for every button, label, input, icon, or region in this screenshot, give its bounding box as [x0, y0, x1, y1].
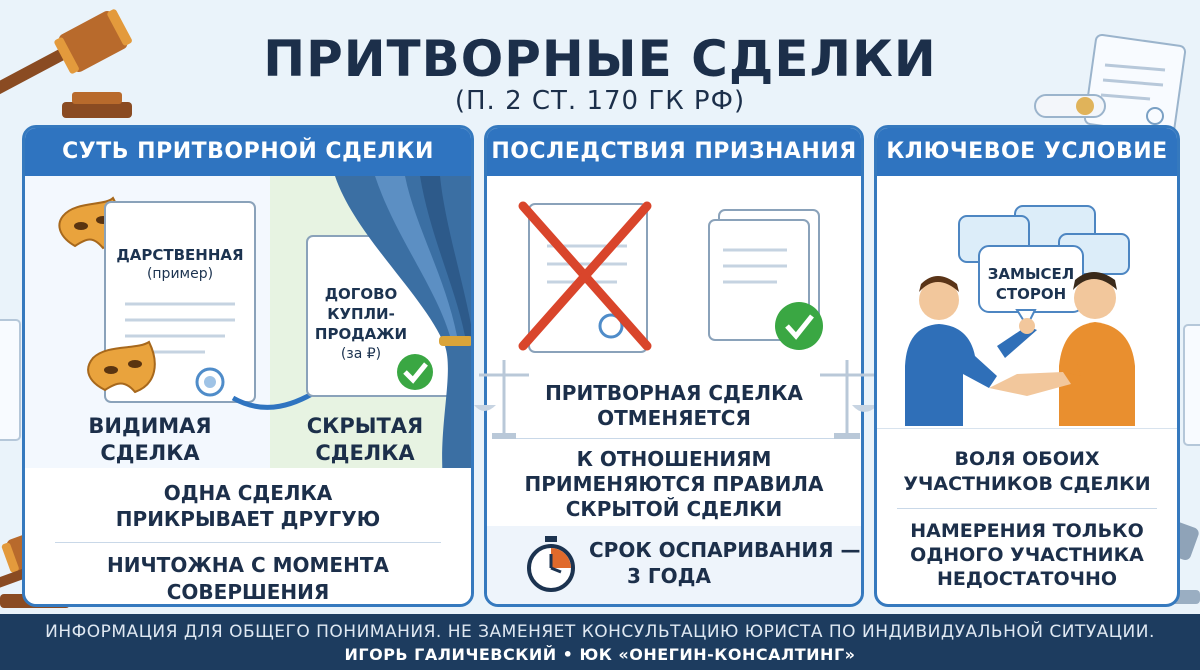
condition-illustration [905, 205, 1135, 426]
clock-icon [527, 536, 575, 592]
consequences-illustration [518, 201, 823, 353]
check-icon [775, 302, 823, 350]
visible-deal-caption-line-2: СДЕЛКА [100, 441, 200, 465]
page-subtitle: (П. 2 СТ. 170 ГК РФ) [454, 86, 746, 116]
gift-deed-title: ДАРСТВЕННАЯ [116, 246, 244, 264]
hidden-deal-caption-line-2: СДЕЛКА [315, 441, 415, 465]
sale-contract-note: (за ₽) [340, 346, 382, 362]
essence-statements: ОДНА СДЕЛКА ПРИКРЫВАЕТ ДРУГУЮ НИЧТОЖНА С… [25, 468, 471, 604]
cons-text-2c: СКРЫТОЙ СДЕЛКИ [565, 497, 783, 521]
cross-icon [518, 201, 652, 351]
panel-essence-heading: СУТЬ ПРИТВОРНОЙ СДЕЛКИ [25, 128, 471, 176]
scroll-icon-right [1183, 324, 1200, 446]
panel-consequences-heading: ПОСЛЕДСТВИЯ ПРИЗНАНИЯ [487, 128, 861, 176]
essence-illustration [58, 176, 471, 496]
sale-contract-line-1: ДОГОВО [324, 285, 398, 303]
person-icon-right [1059, 272, 1135, 426]
scroll-icon-left [0, 319, 21, 441]
curtain-icon [335, 176, 471, 496]
cons-text-1a: ПРИТВОРНАЯ СДЕЛКА [545, 381, 803, 405]
cons-text-2a: К ОТНОШЕНИЯМ [576, 447, 772, 471]
cond-text-1a: ВОЛЯ ОБОИХ [954, 448, 1100, 470]
gift-deed-note: (пример) [146, 266, 214, 282]
panel-condition: КЛЮЧЕВОЕ УСЛОВИЕ ЗАМЫСЕЛ СТОРОН ВОЛЯ [874, 125, 1180, 607]
scales-icon-left [474, 360, 529, 439]
footer: ИНФОРМАЦИЯ ДЛЯ ОБЩЕГО ПОНИМАНИЯ. НЕ ЗАМЕ… [0, 614, 1200, 670]
divider [877, 428, 1177, 429]
visible-deal-caption-line-1: ВИДИМАЯ [88, 414, 212, 438]
panel-condition-heading: КЛЮЧЕВОЕ УСЛОВИЕ [877, 128, 1177, 176]
page-title: ПРИТВОРНЫЕ СДЕЛКИ [263, 30, 937, 88]
divider [897, 508, 1157, 509]
footer-author: ИГОРЬ ГАЛИЧЕВСКИЙ • ЮК «ОНЕГИН-КОНСАЛТИН… [344, 645, 856, 664]
hidden-deal-caption-line-1: СКРЫТАЯ [306, 414, 424, 438]
bubble-line-1: ЗАМЫСЕЛ [987, 265, 1075, 283]
cond-text-2c: НЕДОСТАТОЧНО [936, 568, 1118, 590]
visible-deal-caption: ВИДИМАЯ СДЕЛКА [45, 413, 255, 467]
divider [55, 542, 441, 543]
gavel-icon-top-left [0, 9, 132, 118]
statement-line-3: НИЧТОЖНА С МОМЕНТА СОВЕРШЕНИЯ [107, 553, 389, 604]
statement-line-1: ОДНА СДЕЛКА [163, 481, 333, 505]
term-line-b: 3 ГОДА [627, 564, 711, 588]
sale-contract-line-2: КУПЛИ- [327, 305, 395, 323]
sale-contract-line-3: ПРОДАЖИ [314, 325, 408, 343]
cond-text-2a: НАМЕРЕНИЯ ТОЛЬКО [910, 520, 1144, 542]
footer-disclaimer: ИНФОРМАЦИЯ ДЛЯ ОБЩЕГО ПОНИМАНИЯ. НЕ ЗАМЕ… [45, 622, 1155, 642]
scales-icon-right [820, 360, 878, 439]
handshake-icon [989, 362, 1081, 396]
limitation-term-box: СРОК ОСПАРИВАНИЯ — 3 ГОДА [487, 526, 861, 604]
speech-bubble-icon [958, 205, 1130, 329]
hidden-deal-caption: СКРЫТАЯ СДЕЛКА [285, 413, 445, 467]
person-icon-left [905, 276, 1037, 426]
panel-consequences: ПОСЛЕДСТВИЯ ПРИЗНАНИЯ ПРИТВОРНАЯ СДЕЛКА … [484, 125, 864, 607]
cond-text-1b: УЧАСТНИКОВ СДЕЛКИ [903, 473, 1151, 495]
bubble-line-2: СТОРОН [995, 285, 1067, 303]
cons-text-1b: ОТМЕНЯЕТСЯ [597, 406, 751, 430]
statement-line-2: ПРИКРЫВАЕТ ДРУГУЮ [115, 507, 381, 531]
panel-essence: СУТЬ ПРИТВОРНОЙ СДЕЛКИ [22, 125, 474, 607]
term-line-a: СРОК ОСПАРИВАНИЯ — [589, 538, 861, 562]
cons-text-2b: ПРИМЕНЯЮТСЯ ПРАВИЛА [524, 472, 824, 496]
mask-icon-bottom [87, 340, 156, 394]
cond-text-2b: ОДНОГО УЧАСТНИКА [910, 544, 1144, 566]
divider [511, 438, 837, 439]
